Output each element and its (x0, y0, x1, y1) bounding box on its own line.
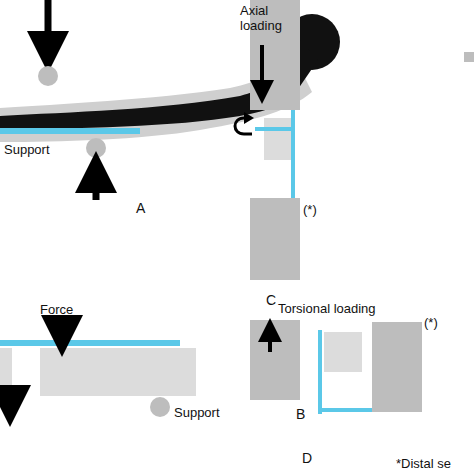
footnote: *Distal se (396, 457, 451, 472)
panel-letter: D (302, 450, 312, 466)
load-label: Torsional loading (278, 302, 376, 317)
distal-marker: (*) (424, 316, 438, 331)
force-label: Force (40, 303, 73, 318)
panel-letter: C (266, 292, 276, 308)
support-label: Support (174, 406, 220, 421)
panel-letter: B (296, 406, 305, 422)
support-label: Support (4, 143, 50, 158)
distal-marker: (*) (303, 203, 317, 218)
panel-letter: A (136, 200, 145, 216)
load-label: Axial loading (240, 4, 296, 34)
